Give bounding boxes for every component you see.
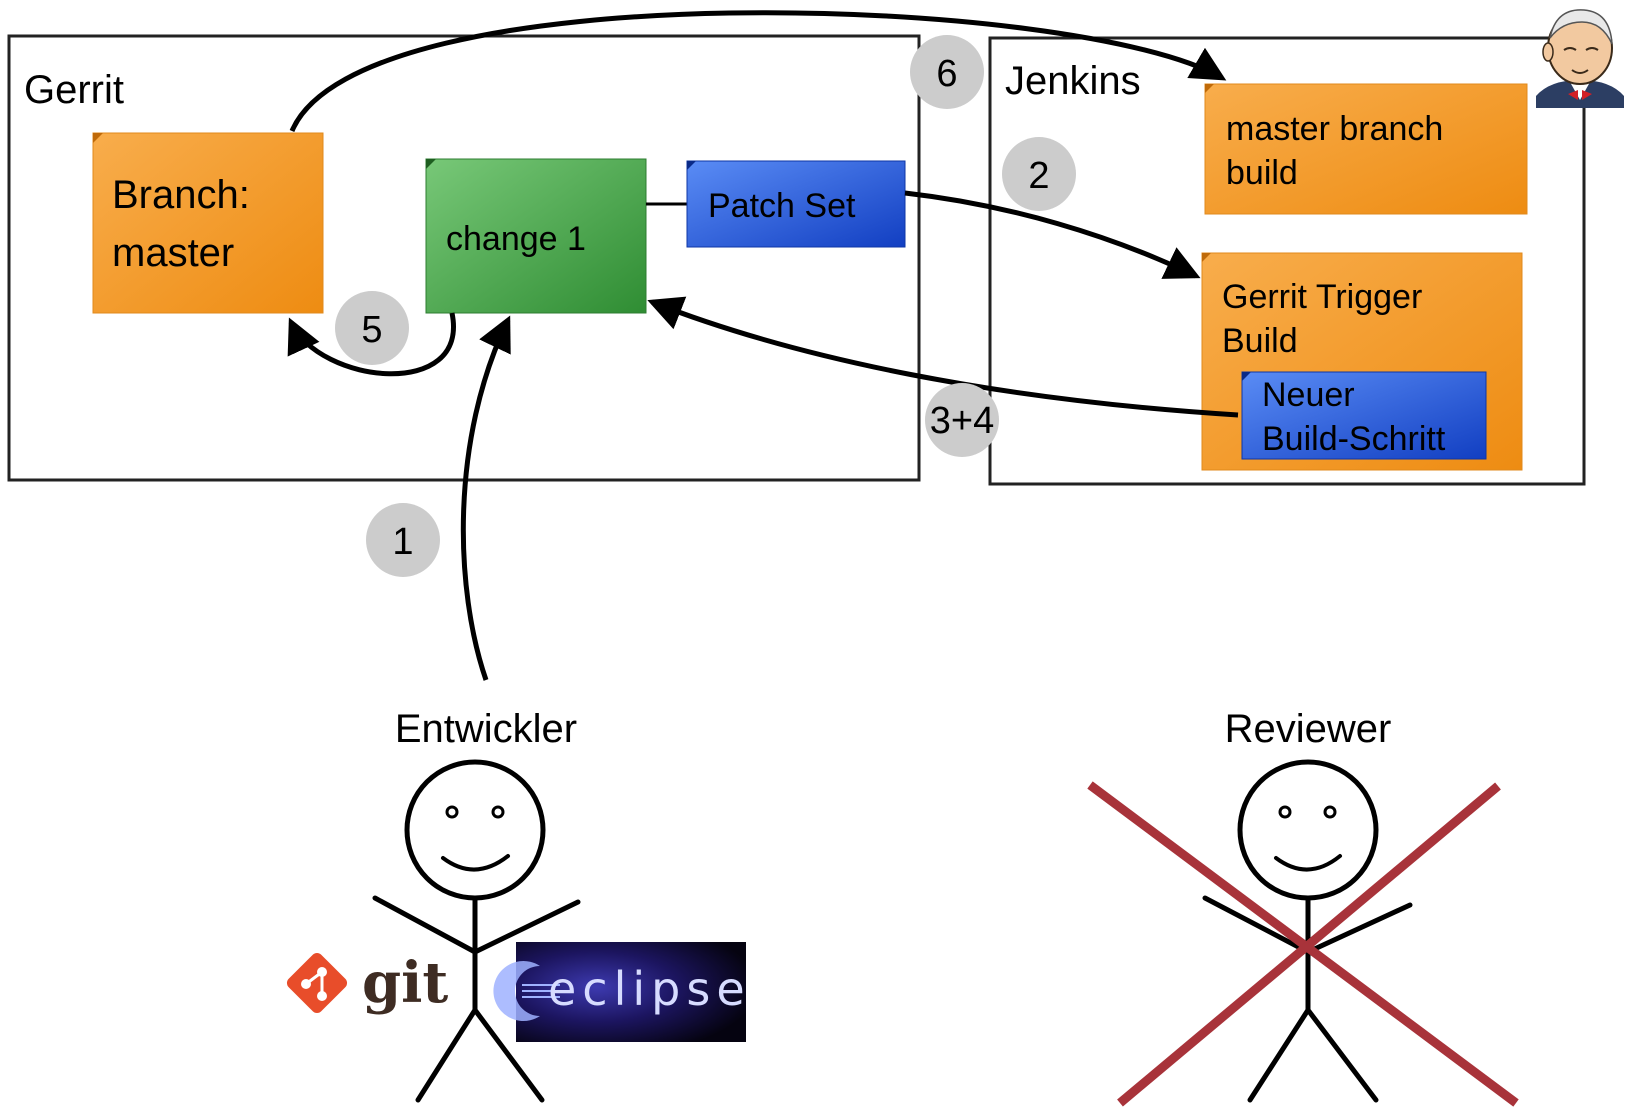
jenkins-title: Jenkins xyxy=(1005,59,1141,103)
master-build-line1: master branch xyxy=(1226,110,1443,148)
master-build-box: master branch build xyxy=(1204,83,1528,215)
svg-text:6: 6 xyxy=(936,53,957,95)
git-logo: git xyxy=(286,950,448,1016)
svg-text:2: 2 xyxy=(1028,155,1049,197)
reviewer-left-eye xyxy=(1278,805,1292,819)
step-badge-5: 5 xyxy=(335,291,409,365)
change-box: change 1 xyxy=(425,158,647,314)
branch-label-line2: master xyxy=(112,231,234,275)
new-build-step-line1: Neuer xyxy=(1262,376,1355,414)
step-badge-1: 1 xyxy=(366,503,440,577)
arrow-step2-patchset-to-trigger xyxy=(904,190,1201,279)
trigger-build-line1: Gerrit Trigger xyxy=(1222,278,1422,316)
arrow-step1-push-change xyxy=(460,315,511,681)
svg-text:5: 5 xyxy=(361,309,382,351)
new-build-step-box: Neuer Build-Schritt xyxy=(1241,371,1487,460)
developer-figure xyxy=(372,759,581,1103)
step-badge-3-4: 3+4 xyxy=(925,383,999,457)
eclipse-logo: eclipse xyxy=(493,942,751,1042)
reviewer-figure xyxy=(1202,759,1413,1103)
branch-label-line1: Branch: xyxy=(112,173,250,217)
reviewer-cross-mark xyxy=(1087,781,1519,1107)
developer-right-eye xyxy=(491,805,505,819)
new-build-step-line2: Build-Schritt xyxy=(1262,420,1446,458)
trigger-build-line2: Build xyxy=(1222,322,1298,360)
gerrit-title: Gerrit xyxy=(24,68,124,112)
jenkins-butler-icon xyxy=(1536,9,1624,108)
reviewer-right-eye xyxy=(1323,805,1337,819)
svg-text:1: 1 xyxy=(392,521,413,563)
patch-set-box: Patch Set xyxy=(686,160,906,248)
master-build-line2: build xyxy=(1226,154,1298,192)
patch-set-label: Patch Set xyxy=(708,187,856,225)
developer-label: Entwickler xyxy=(395,707,577,751)
change-label: change 1 xyxy=(446,220,586,258)
jenkins-panel xyxy=(988,36,1586,486)
step-badge-2: 2 xyxy=(1002,137,1076,211)
step-badge-6: 6 xyxy=(910,35,984,109)
developer-left-eye xyxy=(445,805,459,819)
git-logo-text: git xyxy=(362,950,448,1016)
eclipse-logo-text: eclipse xyxy=(548,962,751,1016)
svg-text:3+4: 3+4 xyxy=(930,400,994,442)
branch-master-box: Branch: master xyxy=(92,132,324,314)
arrow-step5-merge-to-branch xyxy=(287,312,456,377)
arrow-step34-feedback-to-change xyxy=(647,296,1239,418)
reviewer-label: Reviewer xyxy=(1225,707,1392,751)
arrow-step6-deploy-to-master-build xyxy=(289,10,1227,132)
